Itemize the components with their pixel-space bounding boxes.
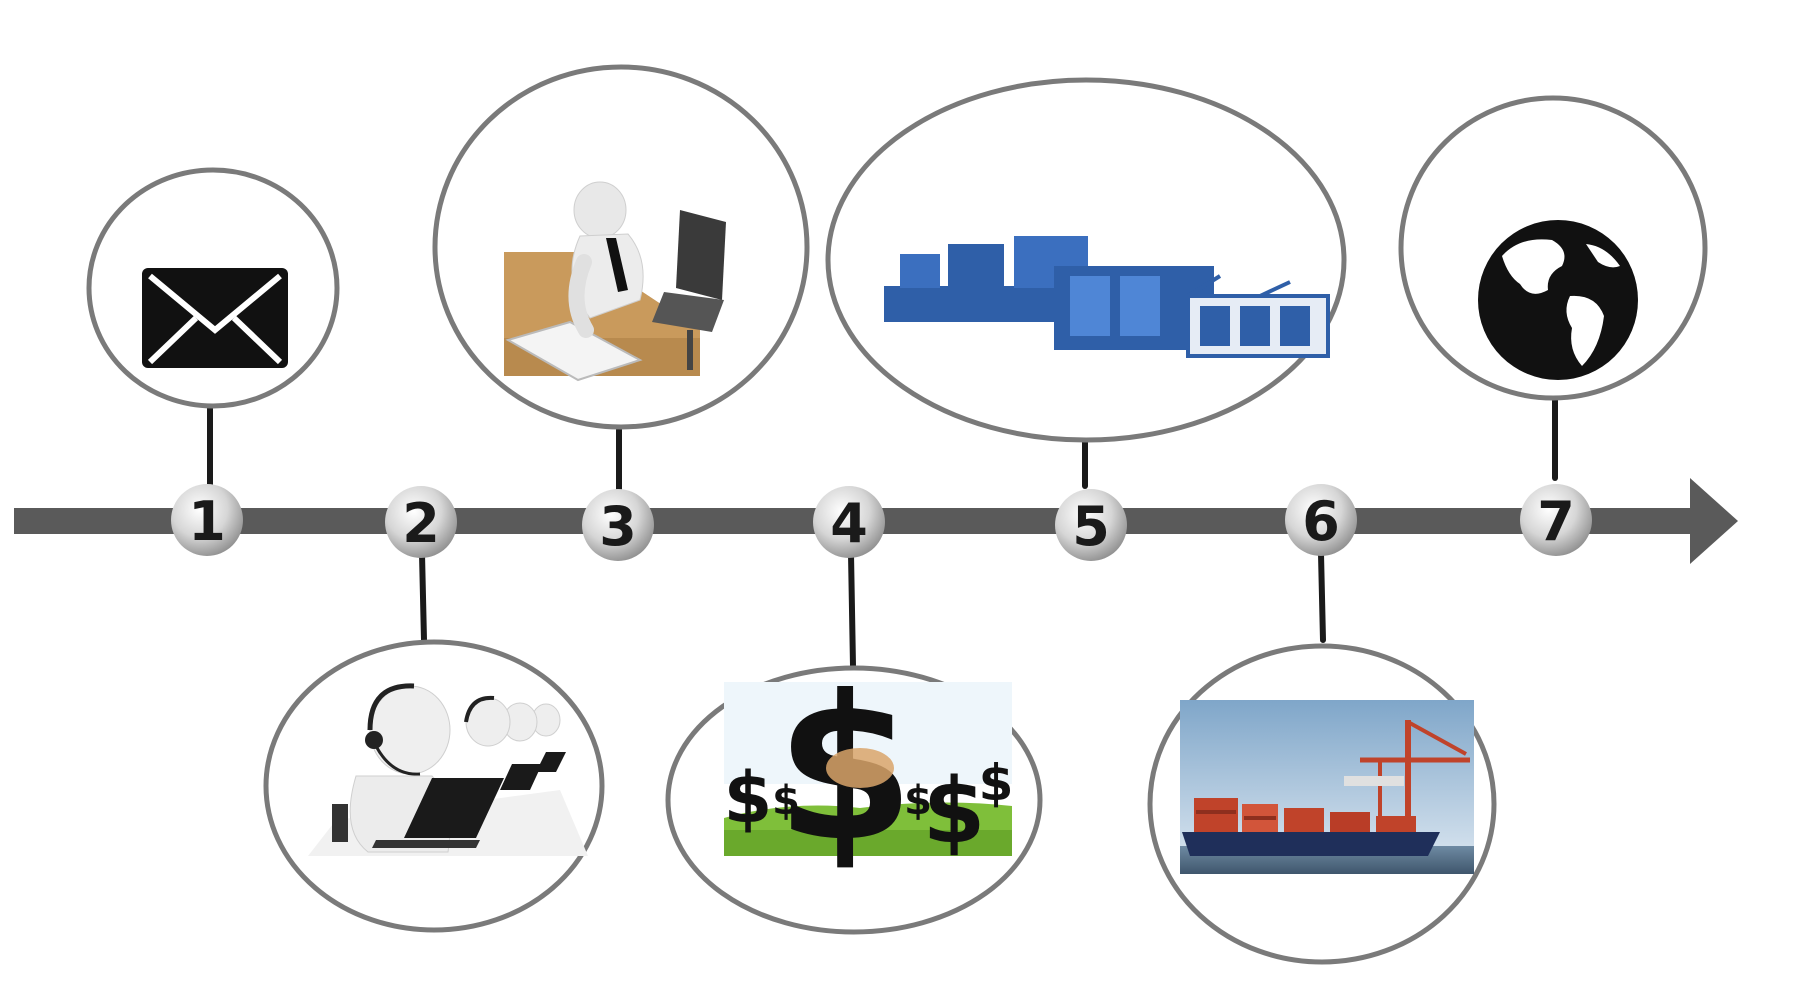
container-ship-icon (1180, 700, 1474, 874)
small-dollar-sign: $ (979, 754, 1014, 812)
step-number: 5 (1072, 495, 1110, 558)
dollar-payment-icon: $ $ $ $ $ $ (724, 653, 1014, 886)
call-center-agents-icon (308, 683, 588, 856)
step-6-node (1147, 643, 1497, 965)
step-number: 2 (402, 492, 440, 555)
connector-6 (1318, 551, 1326, 643)
step-badge-2: 2 (385, 486, 457, 558)
small-dollar-sign: $ (724, 757, 773, 839)
step-4-node: $ $ $ $ $ $ (665, 653, 1043, 935)
step-badge-1: 1 (171, 484, 243, 556)
connector-lines (207, 391, 1558, 669)
small-dollar-sign: $ (923, 759, 986, 864)
step-badge-5: 5 (1055, 489, 1127, 561)
step-1-node (86, 167, 340, 409)
step-badge-6: 6 (1285, 484, 1357, 556)
step-number: 4 (830, 492, 868, 555)
signing-contract-icon (504, 181, 726, 382)
step-2-node (263, 639, 605, 933)
step-badge-3: 3 (582, 489, 654, 561)
step-badges: 1 2 3 4 5 6 7 (171, 484, 1592, 561)
small-dollar-sign: $ (772, 778, 800, 824)
step-number: 3 (599, 495, 637, 558)
step-badge-4: 4 (813, 486, 885, 558)
envelope-icon (142, 268, 288, 368)
connector-4 (848, 551, 856, 669)
step-badge-7: 7 (1520, 484, 1592, 556)
step-number: 6 (1302, 490, 1340, 553)
small-dollar-sign: $ (904, 778, 932, 824)
step-number: 7 (1537, 490, 1575, 553)
connector-2 (419, 551, 427, 643)
step-number: 1 (188, 490, 226, 553)
globe-icon (1478, 220, 1638, 380)
step-7-node (1398, 95, 1708, 401)
production-machine-icon (884, 236, 1330, 358)
step-3-node (432, 64, 810, 430)
step-5-node (825, 77, 1347, 443)
